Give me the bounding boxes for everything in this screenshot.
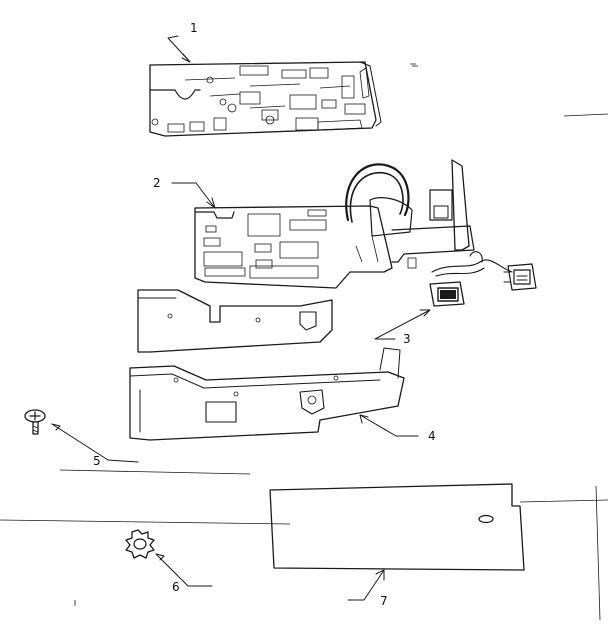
part-5-screw	[24, 409, 46, 435]
part-6-lock-washer	[125, 529, 155, 559]
callout-6: 6	[172, 580, 180, 594]
callout-4: 4	[428, 429, 436, 443]
scan-artifacts	[0, 63, 608, 621]
callout-7: 7	[380, 594, 388, 608]
callout-labels: 1 2 3 4 5 6 7	[93, 21, 436, 608]
leader-lines	[51, 35, 431, 601]
callout-1: 1	[190, 21, 198, 35]
part-1-circuit-board	[149, 61, 382, 137]
part-7-cover-plate	[269, 483, 525, 571]
part-4-chassis-brackets	[129, 289, 405, 441]
part-3-switch-connector	[429, 263, 537, 307]
callout-2: 2	[153, 176, 161, 190]
part-2-board-assembly	[194, 159, 513, 289]
callout-3: 3	[403, 332, 411, 346]
callout-5: 5	[93, 454, 101, 468]
